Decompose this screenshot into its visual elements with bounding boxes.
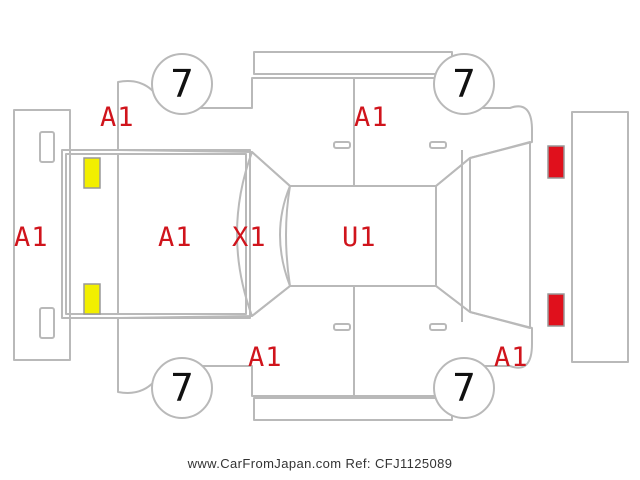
tire-rear-left-grade: 7 [169,366,195,410]
mark-rear-quarter: A1 [494,342,529,373]
right-side-panel [117,77,533,187]
mark-windshield: X1 [232,222,267,253]
front-bumper-slot-bottom [39,307,55,339]
tire-rear-right-grade: 7 [451,366,477,410]
tire-rear-right [433,357,495,419]
front-bumper-slot-top [39,131,55,163]
mark-right-door: A1 [354,102,389,133]
source-reference: www.CarFromJapan.com Ref: CFJ1125089 [187,456,453,471]
taillight-bottom [547,293,565,327]
mark-roof: U1 [342,222,377,253]
rear-bumper [571,111,629,363]
bottom-sill-strip [253,397,453,421]
front-bumper [13,109,71,361]
top-sill-strip [253,51,453,75]
headlight-top [83,157,101,189]
tire-rear-left [151,357,213,419]
tire-front-left-grade: 7 [169,62,195,106]
mark-hood: A1 [158,222,193,253]
mark-front-bumper: A1 [14,222,49,253]
hood-outline [65,153,247,315]
taillight-top [547,145,565,179]
trunk-outline [469,141,531,329]
headlight-bottom [83,283,101,315]
tire-front-right-grade: 7 [451,62,477,106]
left-side-panel [117,285,533,397]
body-outline [61,149,251,319]
tire-front-right [433,53,495,115]
mark-left-door: A1 [248,342,283,373]
tire-front-left [151,53,213,115]
mark-front-left-fender: A1 [100,102,135,133]
